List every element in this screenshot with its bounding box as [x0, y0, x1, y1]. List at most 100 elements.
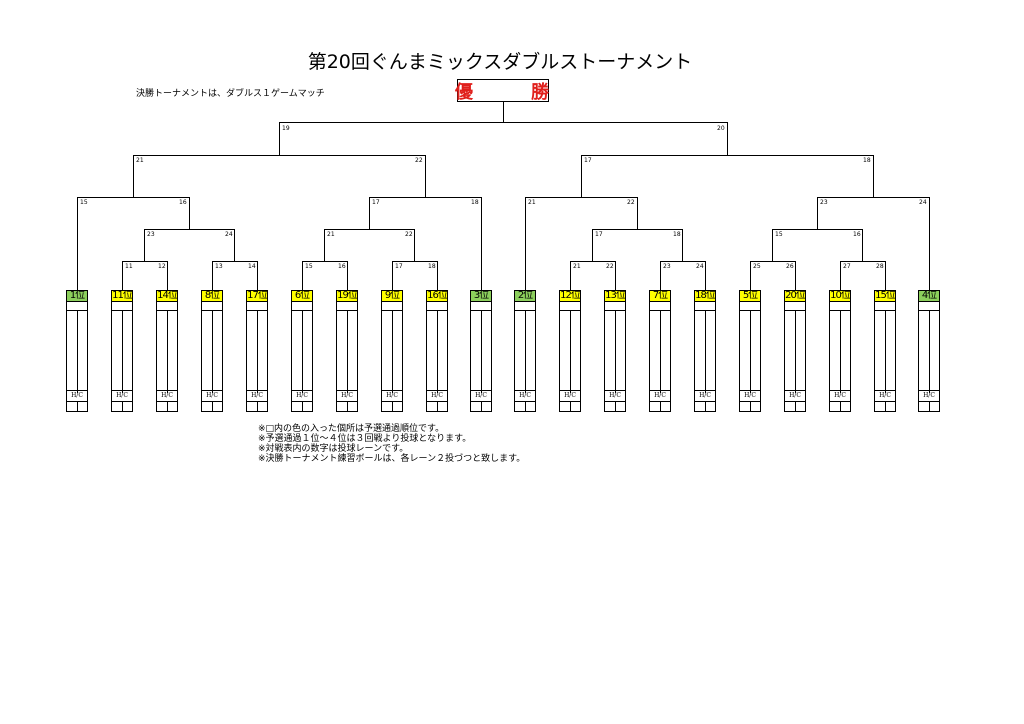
seed-rank-box: 16位: [426, 290, 448, 302]
score-divider: [885, 310, 886, 393]
score-divider: [392, 310, 393, 393]
score-column: H/C: [918, 302, 940, 412]
seed-rank-box: 8位: [201, 290, 223, 302]
score-divider: [750, 401, 751, 411]
score-column: H/C: [66, 302, 88, 412]
lane-number: 24: [696, 263, 704, 270]
score-divider: [570, 401, 571, 411]
score-divider: [77, 401, 78, 411]
lane-number: 15: [775, 231, 783, 238]
lane-number: 16: [179, 199, 187, 206]
seed-rank-box: 14位: [156, 290, 178, 302]
score-divider: [347, 401, 348, 411]
score-divider: [302, 310, 303, 393]
lane-number: 17: [395, 263, 403, 270]
score-divider: [705, 401, 706, 411]
score-column: H/C: [874, 302, 896, 412]
lane-number: 23: [820, 199, 828, 206]
score-divider: [525, 310, 526, 393]
lane-number: 22: [627, 199, 635, 206]
score-divider: [212, 401, 213, 411]
seed-rank-box: 5位: [739, 290, 761, 302]
score-column: H/C: [381, 302, 403, 412]
score-divider: [122, 310, 123, 393]
seed-rank-box: 12位: [559, 290, 581, 302]
lane-number: 18: [673, 231, 681, 238]
score-divider: [212, 310, 213, 393]
lane-number: 22: [415, 157, 423, 164]
score-divider: [750, 310, 751, 393]
champion-box: 優 勝: [455, 79, 549, 103]
lane-number: 11: [125, 263, 133, 270]
lane-number: 22: [606, 263, 614, 270]
score-divider: [615, 401, 616, 411]
score-divider: [795, 401, 796, 411]
score-column: H/C: [336, 302, 358, 412]
score-divider: [840, 401, 841, 411]
seed-rank-box: 13位: [604, 290, 626, 302]
score-divider: [929, 401, 930, 411]
score-column: H/C: [514, 302, 536, 412]
lane-number: 15: [80, 199, 88, 206]
score-divider: [929, 310, 930, 393]
note-line: ※予選通過１位～４位は３回戦より投球となります。: [258, 434, 472, 444]
format-note: 決勝トーナメントは、ダブルス１ゲームマッチ: [136, 89, 325, 99]
lane-number: 18: [863, 157, 871, 164]
score-divider: [570, 310, 571, 393]
lane-number: 23: [147, 231, 155, 238]
score-divider: [167, 401, 168, 411]
score-column: H/C: [111, 302, 133, 412]
score-column: H/C: [829, 302, 851, 412]
score-column: H/C: [694, 302, 716, 412]
seed-rank-box: 7位: [649, 290, 671, 302]
score-divider: [257, 401, 258, 411]
seed-rank-box: 19位: [336, 290, 358, 302]
lane-number: 16: [338, 263, 346, 270]
score-divider: [840, 310, 841, 393]
lane-number: 17: [584, 157, 592, 164]
seed-rank-box: 1位: [66, 290, 88, 302]
lane-number: 16: [853, 231, 861, 238]
lane-number: 20: [717, 125, 725, 132]
page-title: 第20回ぐんまミックスダブルストーナメント: [307, 51, 693, 73]
score-divider: [392, 401, 393, 411]
lane-number: 25: [753, 263, 761, 270]
score-divider: [257, 310, 258, 393]
seed-rank-box: 4位: [918, 290, 940, 302]
score-divider: [885, 401, 886, 411]
score-divider: [481, 310, 482, 393]
note-line: ※□内の色の入った個所は予選通過順位です。: [258, 424, 445, 434]
score-column: H/C: [470, 302, 492, 412]
seed-rank-box: 15位: [874, 290, 896, 302]
score-column: H/C: [649, 302, 671, 412]
lane-number: 12: [158, 263, 166, 270]
score-divider: [481, 401, 482, 411]
score-divider: [660, 401, 661, 411]
score-column: H/C: [739, 302, 761, 412]
seed-rank-box: 2位: [514, 290, 536, 302]
lane-number: 13: [215, 263, 223, 270]
lane-number: 19: [282, 125, 290, 132]
score-divider: [77, 310, 78, 393]
lane-number: 18: [428, 263, 436, 270]
seed-rank-box: 9位: [381, 290, 403, 302]
score-column: H/C: [784, 302, 806, 412]
lane-number: 22: [405, 231, 413, 238]
lane-number: 21: [327, 231, 335, 238]
score-divider: [615, 310, 616, 393]
score-divider: [302, 401, 303, 411]
lane-number: 17: [372, 199, 380, 206]
score-divider: [705, 310, 706, 393]
seed-rank-box: 3位: [470, 290, 492, 302]
lane-number: 21: [528, 199, 536, 206]
lane-number: 28: [876, 263, 884, 270]
lane-number: 27: [843, 263, 851, 270]
seed-rank-box: 17位: [246, 290, 268, 302]
score-divider: [437, 401, 438, 411]
score-divider: [525, 401, 526, 411]
score-column: H/C: [291, 302, 313, 412]
seed-rank-box: 18位: [694, 290, 716, 302]
lane-number: 23: [663, 263, 671, 270]
lane-number: 17: [595, 231, 603, 238]
